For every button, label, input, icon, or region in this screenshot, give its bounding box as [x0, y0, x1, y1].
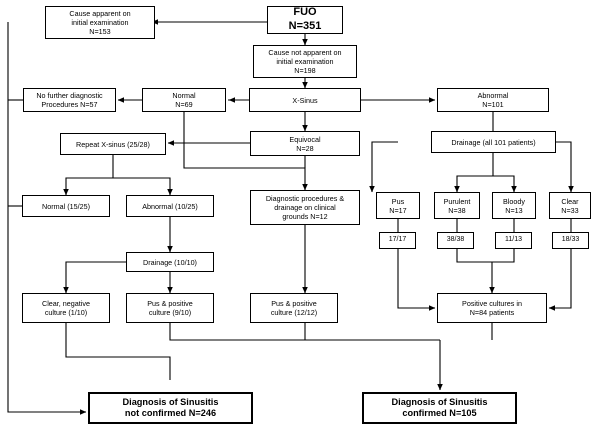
connector-33 — [65, 323, 171, 380]
node-pus_pos_1212: Pus & positive culture (12/12) — [250, 293, 338, 323]
node-purulent: Purulent N=38 — [434, 192, 480, 219]
node-abnormal10: Abnormal (10/25) — [126, 195, 214, 217]
node-fuo: FUO N=351 — [267, 6, 343, 34]
connector-21 — [397, 249, 435, 309]
connector-10 — [65, 155, 114, 195]
node-bloody: Bloody N=13 — [492, 192, 536, 219]
connector-15 — [493, 175, 515, 192]
connector-23 — [492, 249, 515, 263]
node-f1833: 18/33 — [552, 232, 589, 249]
node-label-normal15: Normal (15/25) — [42, 201, 90, 211]
node-clear_neg: Clear, negative culture (1/10) — [22, 293, 110, 323]
node-label-f1113: 11/13 — [505, 236, 522, 244]
node-label-bloody: Bloody N=13 — [503, 196, 525, 215]
node-label-pus: Pus N=17 — [389, 196, 407, 215]
node-f1113: 11/13 — [495, 232, 532, 249]
node-abnormal101: Abnormal N=101 — [437, 88, 549, 112]
node-diag_not_conf: Diagnosis of Sinusitis not confirmed N=2… — [88, 392, 253, 424]
node-label-clear33: Clear N=33 — [561, 196, 579, 215]
node-label-pos_cultures: Positive cultures in N=84 patients — [462, 299, 522, 317]
node-label-xsinus: X-Sinus — [292, 95, 318, 105]
node-label-diag_proc: Diagnostic procedures & drainage on clin… — [265, 194, 345, 221]
node-pus_pos_910: Pus & positive culture (9/10) — [126, 293, 214, 323]
node-label-f1717: 17/17 — [388, 236, 407, 244]
node-drainage101: Drainage (all 101 patients) — [431, 131, 556, 153]
node-xsinus: X-Sinus — [249, 88, 361, 112]
connector-7 — [183, 112, 306, 190]
node-label-f3838: 38/38 — [446, 236, 465, 244]
node-label-purulent: Purulent N=38 — [443, 196, 471, 215]
node-label-fuo: FUO N=351 — [288, 6, 322, 32]
node-drainage10: Drainage (10/10) — [126, 252, 214, 272]
node-label-drainage10: Drainage (10/10) — [143, 257, 197, 267]
node-label-f1833: 18/33 — [561, 236, 580, 244]
connector-25 — [549, 249, 572, 309]
connector-16 — [556, 141, 572, 192]
node-f1717: 17/17 — [379, 232, 416, 249]
connector-30 — [7, 22, 86, 413]
node-normal69: Normal N=69 — [142, 88, 226, 112]
node-label-abnormal10: Abnormal (10/25) — [142, 201, 198, 211]
node-label-diag_conf: Diagnosis of Sinusitis confirmed N=105 — [391, 396, 488, 419]
node-label-no_further: No further diagnostic Procedures N=57 — [36, 91, 103, 109]
node-pos_cultures: Positive cultures in N=84 patients — [437, 293, 547, 323]
node-cause_apparent: Cause apparent on initial examination N=… — [45, 6, 155, 39]
node-f3838: 38/38 — [437, 232, 474, 249]
node-equivocal: Equivocal N=28 — [250, 131, 360, 156]
node-label-cause_apparent: Cause apparent on initial examination N=… — [69, 9, 131, 36]
connector-13 — [371, 141, 398, 192]
node-label-pus_pos_1212: Pus & positive culture (12/12) — [270, 299, 318, 317]
node-label-pus_pos_910: Pus & positive culture (9/10) — [147, 299, 193, 317]
node-label-abnormal101: Abnormal N=101 — [477, 91, 509, 109]
connector-11 — [113, 177, 171, 195]
node-label-repeat_xsinus: Repeat X-sinus (25/28) — [76, 139, 150, 149]
connector-14 — [456, 153, 494, 192]
node-label-diag_not_conf: Diagnosis of Sinusitis not confirmed N=2… — [122, 396, 219, 419]
node-label-clear_neg: Clear, negative culture (1/10) — [42, 299, 90, 317]
node-diag_conf: Diagnosis of Sinusitis confirmed N=105 — [362, 392, 517, 424]
connector-34 — [169, 323, 440, 341]
node-cause_not: Cause not apparent on initial examinatio… — [253, 45, 357, 78]
connector-28 — [65, 261, 126, 293]
node-label-equivocal: Equivocal N=28 — [289, 134, 321, 153]
node-label-cause_not: Cause not apparent on initial examinatio… — [268, 48, 342, 75]
connector-22 — [456, 249, 492, 263]
node-repeat_xsinus: Repeat X-sinus (25/28) — [60, 133, 166, 155]
node-diag_proc: Diagnostic procedures & drainage on clin… — [250, 190, 360, 225]
node-clear33: Clear N=33 — [549, 192, 591, 219]
node-pus: Pus N=17 — [376, 192, 420, 219]
node-normal15: Normal (15/25) — [22, 195, 110, 217]
node-label-normal69: Normal N=69 — [172, 91, 196, 109]
node-label-drainage101: Drainage (all 101 patients) — [451, 137, 536, 147]
node-no_further: No further diagnostic Procedures N=57 — [23, 88, 116, 112]
